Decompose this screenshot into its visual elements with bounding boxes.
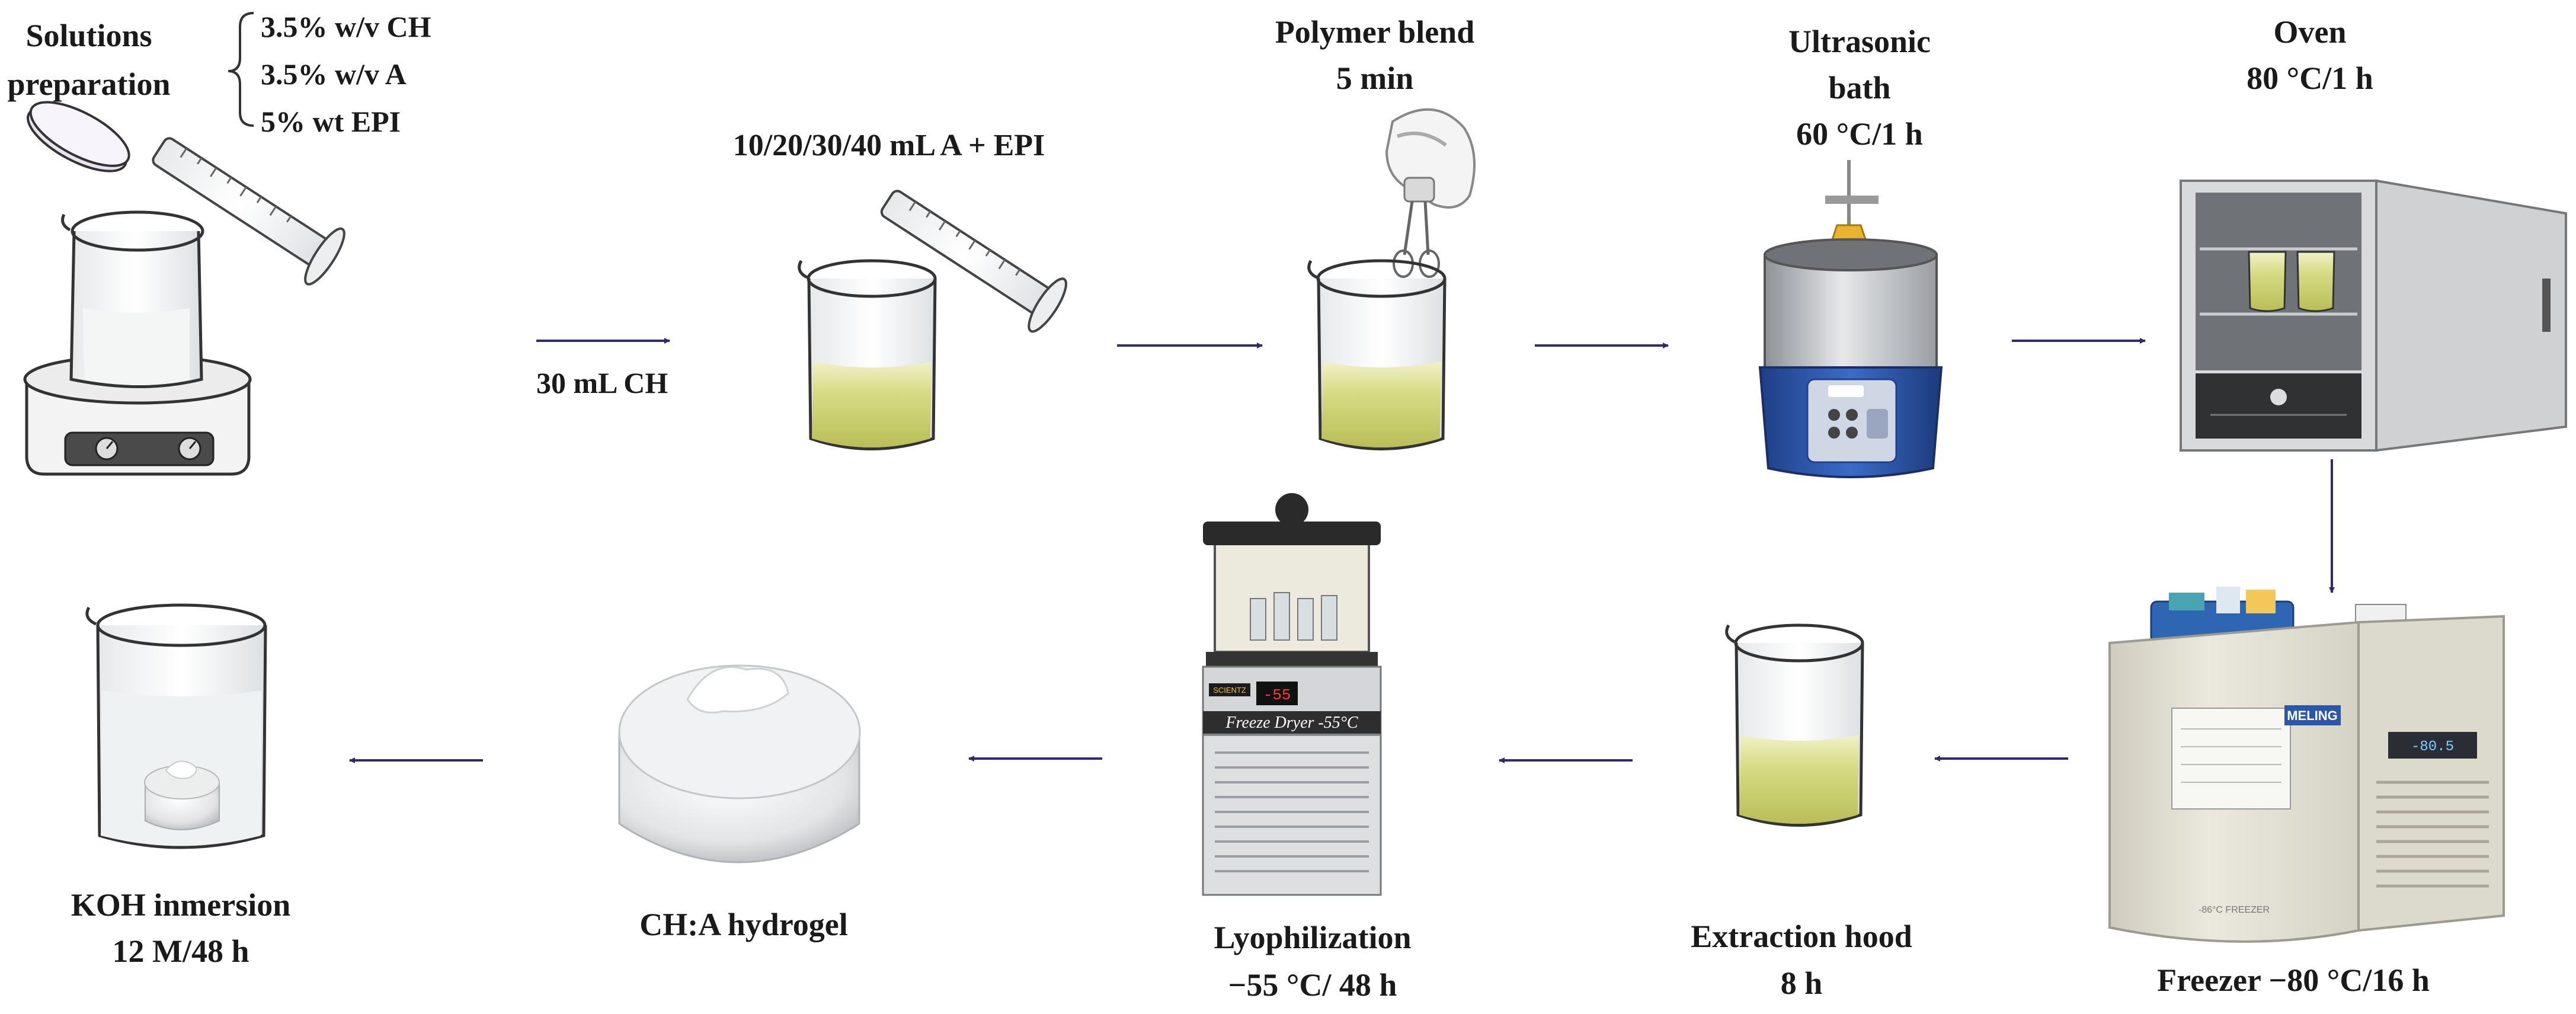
koh-line1: KOH inmersion	[71, 887, 291, 923]
polymer-blend-line2: 5 min	[1336, 60, 1414, 96]
hydrogel-step: CH:A hydrogel	[618, 664, 861, 942]
ultrasonic-line3: 60 °C/1 h	[1796, 116, 1923, 152]
freezer-display: -80.5	[2411, 739, 2454, 755]
koh-line2: 12 M/48 h	[112, 933, 249, 969]
extraction-line1: Extraction hood	[1691, 919, 1912, 954]
oven-line1: Oven	[2273, 14, 2346, 50]
add-a-epi-label: 10/20/30/40 mL A + EPI	[733, 129, 1045, 162]
solutions-title-line1: Solutions	[25, 18, 152, 53]
lyophilization-step: Lyophilization −55 °C/ 48 h -55 SCIENTZ …	[1202, 493, 1412, 1003]
beaker-icon	[85, 603, 267, 849]
freezer-brand: -86°C FREEZER	[2199, 905, 2270, 915]
freezer-line1: Freezer −80 °C/16 h	[2157, 962, 2430, 998]
hydrogel-line1: CH:A hydrogel	[639, 907, 848, 942]
oven-step: Oven 80 °C/1 h	[2180, 14, 2567, 452]
add-a-epi-step: 10/20/30/40 mL A + EPI	[733, 129, 1067, 450]
petri-dish-icon	[27, 101, 130, 172]
ultrasonic-bath-icon	[1758, 160, 1943, 478]
brace-icon	[228, 12, 254, 127]
polymer-blend-line1: Polymer blend	[1275, 14, 1475, 50]
ultrasonic-line2: bath	[1828, 70, 1890, 105]
solutions-step: Solutions preparation 3.5% w/v CH 3.5% w…	[7, 10, 431, 476]
extraction-step: Extraction hood 8 h	[1691, 623, 1912, 1001]
freezer-panel-label: MELING	[2287, 708, 2338, 723]
polymer-blend-step: Polymer blend 5 min	[1275, 14, 1476, 450]
conc-epi-text: 5% wt EPI	[261, 105, 401, 138]
dryer-display: -55	[1263, 686, 1291, 704]
oven-icon	[2180, 179, 2567, 452]
freezer-step: Freezer −80 °C/16 h MELING -80.5	[2108, 587, 2505, 998]
graduated-cylinder-icon	[880, 190, 1067, 333]
beaker-icon	[61, 210, 204, 388]
solutions-title-line2: preparation	[7, 66, 170, 102]
lyophilization-line2: −55 °C/ 48 h	[1228, 967, 1397, 1003]
koh-step: KOH inmersion 12 M/48 h	[71, 603, 291, 969]
ultrasonic-line1: Ultrasonic	[1788, 24, 1931, 59]
conc-a-text: 3.5% w/v A	[261, 57, 407, 91]
dryer-device-label: Freeze Dryer -55°C	[1225, 714, 1358, 732]
hand-mixer-icon	[1385, 108, 1476, 278]
beaker-icon	[1725, 623, 1864, 827]
freezer-icon: MELING -80.5 -86°C FREEZER	[2108, 587, 2505, 943]
add-ch-label: 30 mL CH	[536, 366, 668, 399]
ultrasonic-step: Ultrasonic bath 60 °C/1 h	[1758, 24, 1943, 478]
beaker-icon	[1307, 259, 1447, 450]
lyophilization-line1: Lyophilization	[1214, 920, 1411, 955]
conc-ch-text: 3.5% w/v CH	[261, 10, 431, 43]
beaker-icon	[798, 259, 937, 450]
extraction-line2: 8 h	[1781, 965, 1823, 1001]
freeze-dryer-icon: -55 SCIENTZ Freeze Dryer -55°C	[1202, 493, 1382, 896]
oven-line2: 80 °C/1 h	[2247, 60, 2373, 96]
dryer-brand: SCIENTZ	[1213, 686, 1246, 695]
add-ch-step: 30 mL CH	[536, 338, 670, 399]
hydrogel-sample-icon	[618, 664, 861, 863]
graduated-cylinder-icon	[152, 137, 345, 286]
